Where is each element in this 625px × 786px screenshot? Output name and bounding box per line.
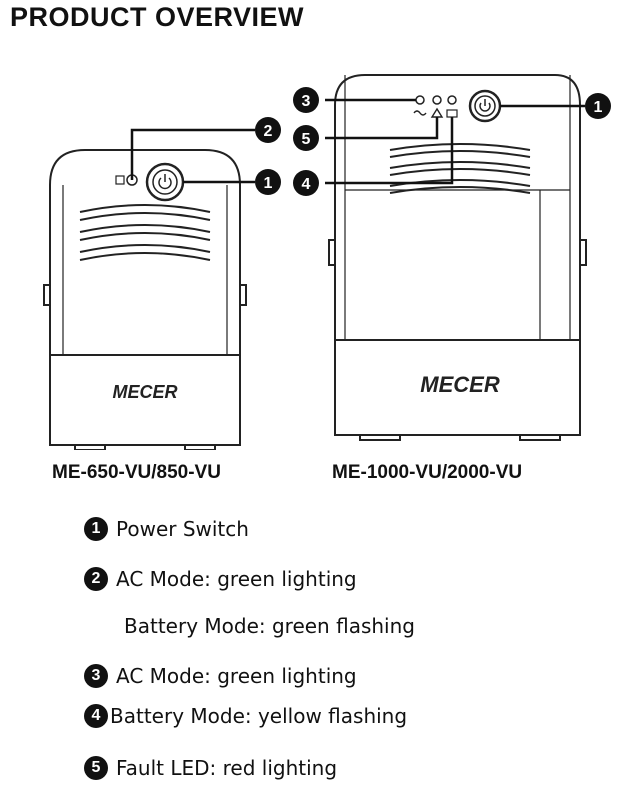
legend-text: Battery Mode: green flashing	[124, 614, 415, 638]
legend-text: Battery Mode: yellow flashing	[110, 704, 408, 728]
callout-markers: 2 1 3 5 4 1	[255, 87, 611, 196]
model-label-large: ME-1000-VU/2000-VU	[332, 462, 523, 483]
legend-item-ac-mode-3: 3 AC Mode: green lighting	[84, 664, 357, 688]
small-ups-unit	[43, 149, 247, 450]
product-illustration: MECER	[43, 74, 611, 450]
legend-item-battery-mode-2: Battery Mode: green flashing	[124, 614, 415, 638]
legend-number: 2	[84, 567, 108, 591]
legend-number: 1	[84, 517, 108, 541]
legend-number: 4	[84, 704, 108, 728]
callout-2: 2	[264, 123, 273, 140]
legend-text: AC Mode: green lighting	[116, 664, 357, 688]
callout-5: 5	[302, 131, 311, 148]
legend-item-ac-mode-2: 2 AC Mode: green lighting	[84, 567, 357, 591]
legend-number: 5	[84, 756, 108, 780]
legend-item-battery-mode-4: 4 Battery Mode: yellow flashing	[84, 704, 407, 728]
legend-text: AC Mode: green lighting	[116, 567, 357, 591]
legend-item-power-switch: 1 Power Switch	[84, 517, 249, 541]
legend-number: 3	[84, 664, 108, 688]
model-label-small: ME-650-VU/850-VU	[52, 462, 221, 483]
callout-3: 3	[302, 93, 311, 110]
callout-1-large: 1	[594, 99, 603, 116]
large-brand-logo: MECER	[420, 372, 500, 397]
legend-item-fault-led: 5 Fault LED: red lighting	[84, 756, 337, 780]
callout-1-small: 1	[264, 175, 273, 192]
page-title: PRODUCT OVERVIEW	[10, 2, 305, 32]
legend-text: Fault LED: red lighting	[116, 756, 338, 780]
legend-text: Power Switch	[116, 517, 249, 541]
callout-4: 4	[302, 176, 311, 193]
small-brand-logo: MECER	[112, 382, 177, 402]
